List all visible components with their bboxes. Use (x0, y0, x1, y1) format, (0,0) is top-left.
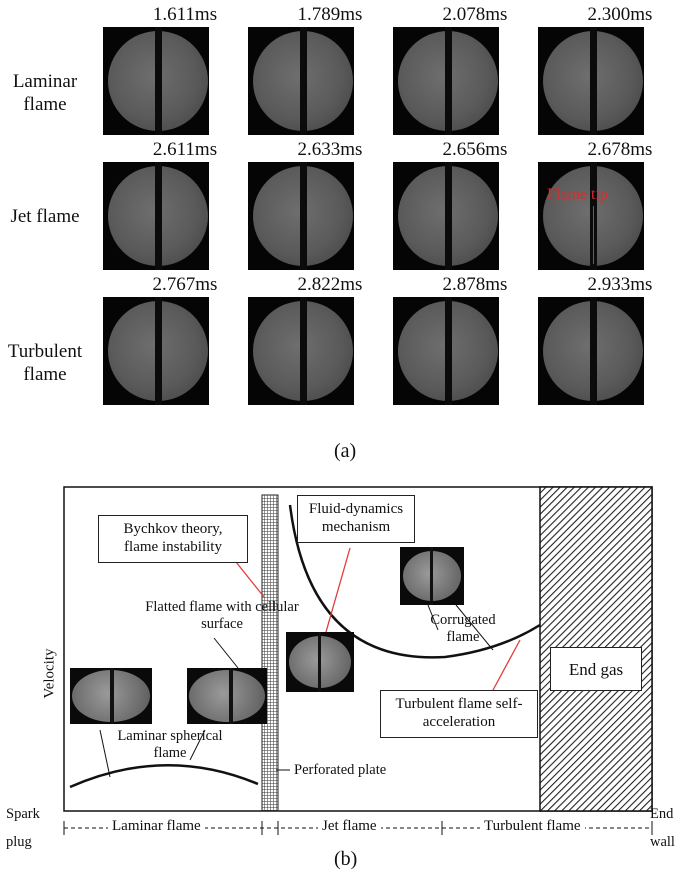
time-label: 2.822ms (297, 274, 363, 295)
flame-frame (538, 162, 644, 270)
flatted-flame-label: Flatted flame with cellular surface (145, 599, 299, 632)
laminar-leader-1 (99, 729, 111, 778)
y-axis-label: Velocity (41, 648, 58, 699)
region-laminar: Laminar flame (108, 818, 205, 835)
flame-frame (103, 27, 209, 135)
time-label: 2.878ms (442, 274, 508, 295)
corrugated-flame-label: Corrugated flame (430, 612, 496, 645)
laminar-velocity-curve (69, 763, 259, 789)
flame-frame (393, 27, 499, 135)
time-label: 2.078ms (442, 4, 508, 25)
thumb-flatted (187, 668, 267, 724)
turbulent-self-box: Turbulent flame self-acceleration (380, 690, 538, 738)
laminar-spherical-label: Laminar spherical flame (117, 728, 223, 761)
time-label: 1.789ms (297, 4, 363, 25)
corrugated-leader-2 (455, 604, 494, 651)
row-label-jet: Jet flame (10, 206, 80, 227)
turbulent-velocity-curve (288, 504, 541, 659)
perforated-plate-label: Perforated plate (294, 762, 387, 778)
flame-frame (538, 27, 644, 135)
thumb-jet (286, 632, 354, 692)
flame-frame (103, 297, 209, 405)
turbulent-leader (492, 639, 521, 691)
flame-tip-leader (593, 206, 594, 264)
flatted-leader (213, 637, 239, 669)
flame-frame (103, 162, 209, 270)
laminar-leader-2 (189, 729, 206, 761)
fluid-dynamics-box: Fluid-dynamics mechanism (297, 495, 415, 543)
flame-frame (248, 297, 354, 405)
time-label: 2.656ms (442, 139, 508, 160)
spark-plug-label: Spark plug (6, 806, 40, 850)
region-jet: Jet flame (318, 818, 381, 835)
flame-tip-label: Flame tip (547, 186, 608, 203)
bychkov-box: Bychkov theory, flame instability (98, 515, 248, 563)
time-label: 2.633ms (297, 139, 363, 160)
flame-frame (393, 162, 499, 270)
caption-b: (b) (334, 848, 358, 870)
end-wall-label: End wall (650, 806, 675, 850)
flame-frame (393, 297, 499, 405)
flame-frame (538, 297, 644, 405)
thumb-corrugated (400, 547, 464, 605)
caption-a: (a) (334, 440, 357, 462)
row-label-turbulent: Turbulent flame (7, 341, 83, 385)
time-label: 2.300ms (587, 4, 653, 25)
flame-frame (248, 162, 354, 270)
corrugated-leader-1 (427, 604, 439, 631)
row-label-laminar: Laminar flame (12, 71, 78, 115)
end-gas-label: End gas (550, 647, 642, 691)
time-label: 2.611ms (152, 139, 218, 160)
time-label: 2.933ms (587, 274, 653, 295)
time-label: 1.611ms (152, 4, 218, 25)
flame-frame (248, 27, 354, 135)
region-turbulent: Turbulent flame (480, 818, 585, 835)
thumb-laminar-spherical (70, 668, 152, 724)
time-label: 2.767ms (152, 274, 218, 295)
time-label: 2.678ms (587, 139, 653, 160)
perforated-plate-shape (261, 494, 279, 812)
